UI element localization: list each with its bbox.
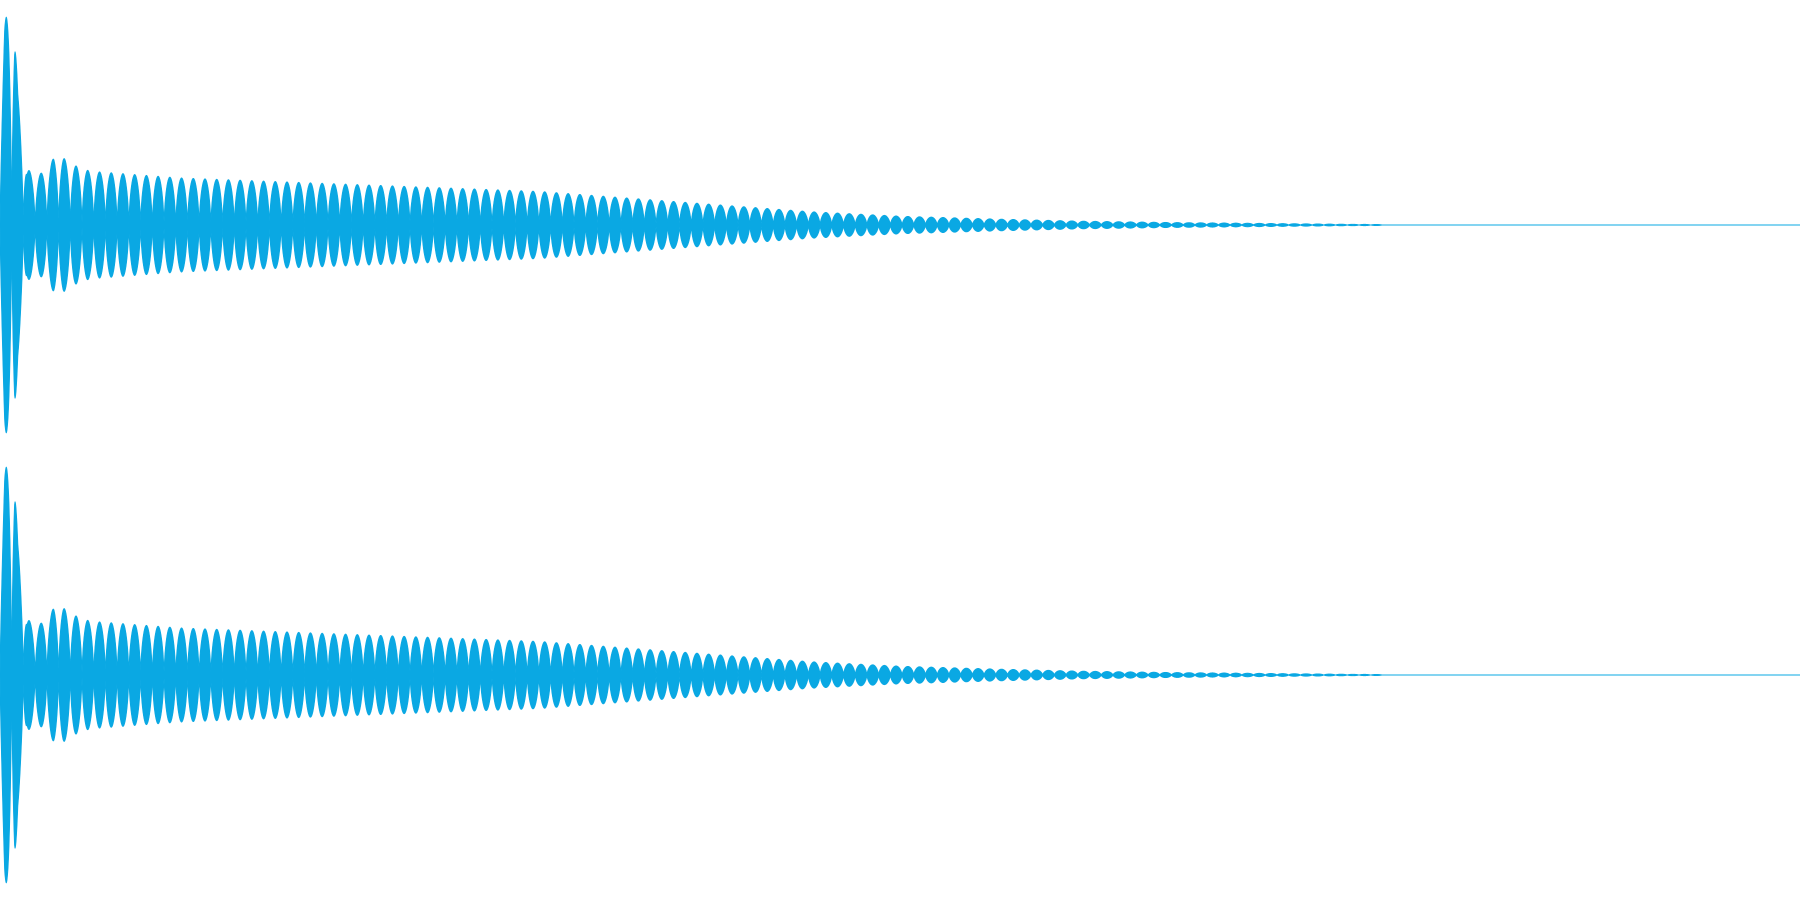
channel-1-waveform [0, 16, 1800, 434]
channels [0, 16, 1800, 884]
channel-2-waveform [0, 466, 1800, 884]
